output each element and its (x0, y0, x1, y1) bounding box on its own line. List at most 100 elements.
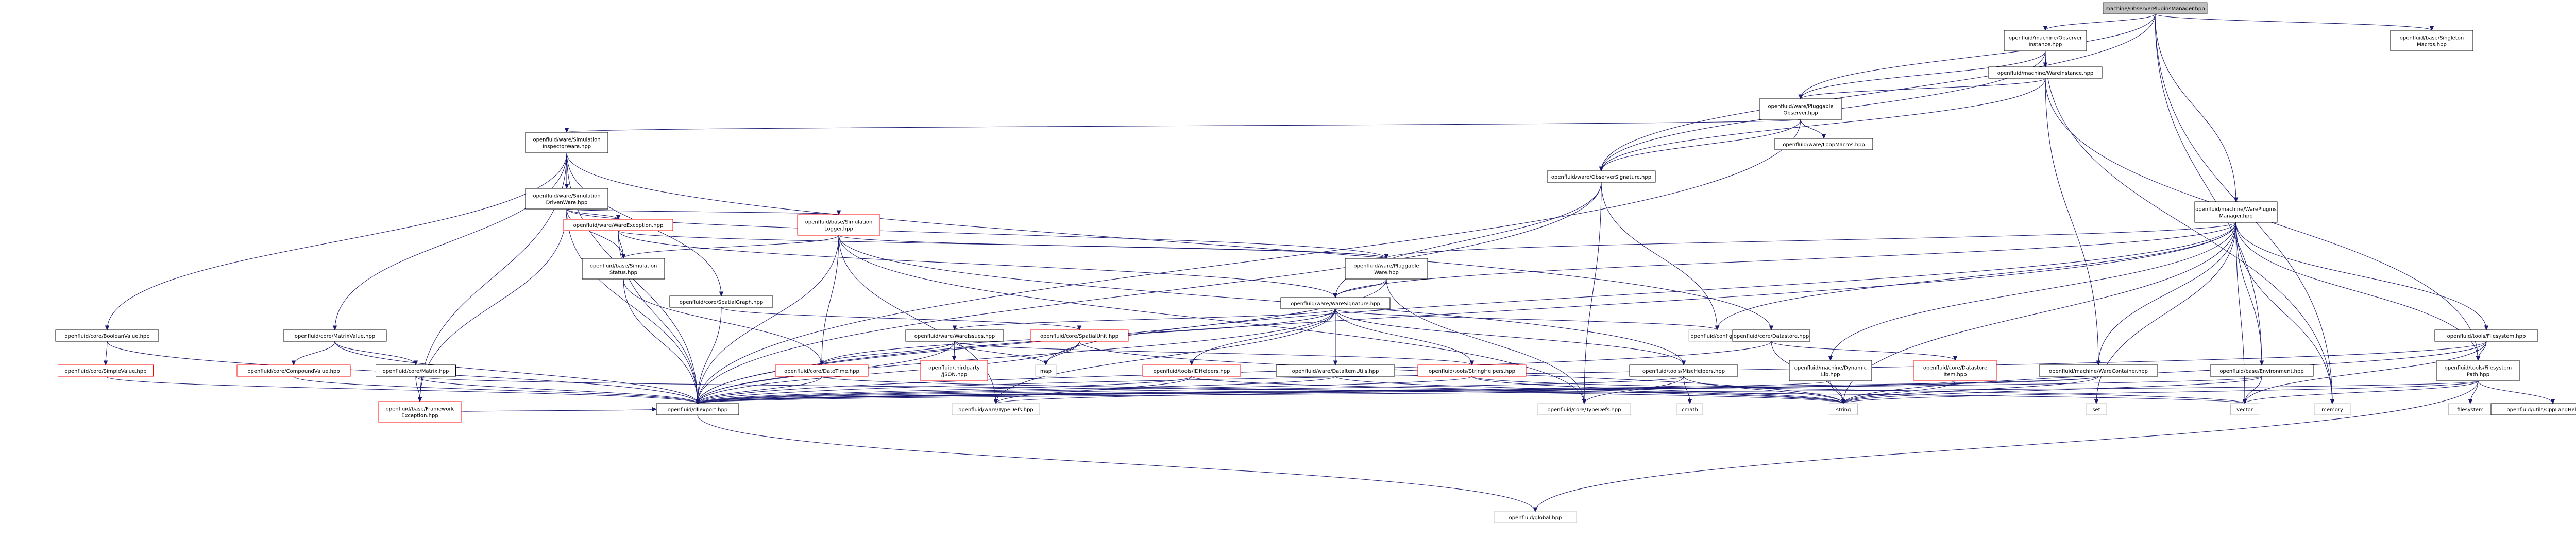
node-box (2434, 329, 2538, 342)
edge-simstatus-to-dllexport (623, 278, 698, 404)
node-box (58, 364, 154, 377)
arrowhead (2043, 26, 2048, 31)
node-label: string (1836, 407, 1851, 413)
graph-node-mischelpers[interactable]: openfluid/tools/MiscHelpers.hpp (1629, 364, 1738, 377)
graph-node-cpplang[interactable]: openfluid/utils/CppLangHelpers.hpp (2490, 403, 2576, 415)
graph-node-obssig[interactable]: openfluid/ware/ObserverSignature.hpp (1547, 170, 1656, 183)
edge-wpm-to-warecont (2098, 222, 2236, 365)
arrowhead (1077, 325, 1082, 331)
node-box (2039, 364, 2158, 377)
arrowhead (952, 325, 957, 331)
graph-node-warecont[interactable]: openfluid/machine/WareContainer.hpp (2039, 364, 2158, 377)
graph-node-spatialunit[interactable]: openfluid/core/SpatialUnit.hpp (1030, 329, 1129, 342)
edge-obsinst-to-memory (2045, 50, 2333, 404)
node-box (376, 364, 456, 377)
graph-node-boolval[interactable]: openfluid/core/BooleanValue.hpp (55, 329, 159, 342)
node-label: openfluid/tools/Filesystem (2445, 365, 2512, 371)
node-box (2436, 360, 2520, 381)
edge-filesystem-to-dllexport (697, 341, 2487, 404)
edge-simdriven-to-simlogger (566, 208, 839, 215)
edge-waresig-to-strhelpers (1335, 308, 1472, 365)
node-label: openfluid/thirdparty (928, 365, 980, 371)
node-label: openfluid/utils/CppLangHelpers.hpp (2506, 407, 2576, 413)
arrowhead (1333, 360, 1338, 366)
graph-node-wareissues[interactable]: openfluid/ware/WareIssues.hpp (905, 329, 1004, 342)
node-box (2314, 403, 2351, 415)
graph-node-waresig[interactable]: openfluid/ware/WareSignature.hpp (1280, 297, 1391, 309)
node-label: openfluid/tools/StringHelpers.hpp (1429, 369, 1515, 374)
edge-obsinst-to-plugobs (1800, 50, 2046, 99)
node-label: openfluid/machine/WareContainer.hpp (2049, 369, 2148, 374)
graph-node-datastore[interactable]: openfluid/core/Datastore.hpp (1732, 329, 1810, 342)
edge-obssig-to-config (1601, 182, 1718, 330)
arrowhead (819, 360, 824, 366)
edge-mischelpers-to-string (1683, 376, 1844, 404)
node-label: Observer.hpp (1783, 111, 1818, 116)
graph-node-loopmacros[interactable]: openfluid/ware/LoopMacros.hpp (1774, 138, 1873, 150)
node-label: openfluid/core/SpatialGraph.hpp (680, 300, 763, 305)
arrowhead (993, 399, 998, 405)
edge-warecont-to-string (1843, 376, 2099, 404)
edge-wpm-to-plugware (1386, 222, 2236, 259)
node-label: openfluid/ware/Pluggable (1353, 264, 1419, 269)
node-label: openfluid/core/MatrixValue.hpp (295, 334, 375, 339)
node-box (1676, 403, 1703, 415)
graph-node-idhelpers[interactable]: openfluid/tools/IDHelpers.hpp (1142, 364, 1241, 377)
arrowhead (2043, 62, 2048, 68)
graph-node-wareinst[interactable]: openfluid/machine/WareInstance.hpp (1988, 66, 2103, 79)
arrowhead (1715, 325, 1720, 331)
arrowhead (1333, 293, 1338, 299)
node-label: cmath (1682, 407, 1698, 413)
graph-node-dllexport[interactable]: openfluid/dllexport.hpp (656, 403, 739, 415)
graph-node-root[interactable]: machine/ObserverPluginsManager.hpp (2103, 2, 2208, 14)
node-box (797, 214, 880, 236)
graph-node-strhelpers[interactable]: openfluid/tools/StringHelpers.hpp (1417, 364, 1527, 377)
node-box (1142, 364, 1241, 377)
node-label: openfluid/ware/TypeDefs.hpp (958, 407, 1033, 413)
edge-simstatus-to-datetime (623, 278, 822, 365)
node-box (2210, 364, 2314, 377)
node-label: openfluid/base/Environment.hpp (2219, 369, 2303, 374)
arrowhead (564, 184, 569, 189)
arrowhead (1189, 360, 1194, 366)
node-label: map (1040, 369, 1052, 374)
graph-node-dataitem[interactable]: openfluid/ware/DataItemUtils.hpp (1276, 364, 1395, 377)
arrowhead (2484, 325, 2489, 331)
edge-matrixval-to-compval (293, 341, 335, 365)
graph-node-matrixval[interactable]: openfluid/core/MatrixValue.hpp (283, 329, 387, 342)
graph-node-environment[interactable]: openfluid/base/Environment.hpp (2210, 364, 2314, 377)
node-box (283, 329, 387, 342)
graph-node-datetime[interactable]: openfluid/core/DateTime.hpp (775, 364, 869, 377)
graph-node-spatialgraph[interactable]: openfluid/core/SpatialGraph.hpp (669, 295, 773, 308)
graph-node-matrix[interactable]: openfluid/core/Matrix.hpp (376, 364, 456, 377)
node-label: openfluid/core/SimpleValue.hpp (65, 369, 147, 374)
edge-fspath-to-string (1843, 380, 2479, 404)
node-label: Path.hpp (2467, 372, 2489, 378)
graph-node-compval[interactable]: openfluid/core/CompoundValue.hpp (236, 364, 351, 377)
node-label: openfluid/machine/Observer (2009, 36, 2082, 41)
graph-node-simpleval[interactable]: openfluid/core/SimpleValue.hpp (58, 364, 154, 377)
edge-wpm-to-environment (2235, 222, 2262, 365)
graph-node-set: set (2086, 403, 2107, 415)
graph-node-filesystem[interactable]: openfluid/tools/Filesystem.hpp (2434, 329, 2538, 342)
graph-node-wareexc[interactable]: openfluid/ware/WareException.hpp (563, 219, 673, 231)
node-label: openfluid/base/Simulation (590, 264, 657, 269)
node-box (236, 364, 351, 377)
edge-wareissues-to-map (954, 341, 1046, 365)
node-label: openfluid/ware/Pluggable (1768, 104, 1833, 110)
edge-matrixval-to-matrix (334, 341, 416, 365)
graph-node-siminsp[interactable]: openfluid/ware/SimulationInspectorWare.h… (525, 132, 608, 153)
graph-node-json[interactable]: openfluid/thirdparty/JSON.hpp (920, 360, 988, 381)
